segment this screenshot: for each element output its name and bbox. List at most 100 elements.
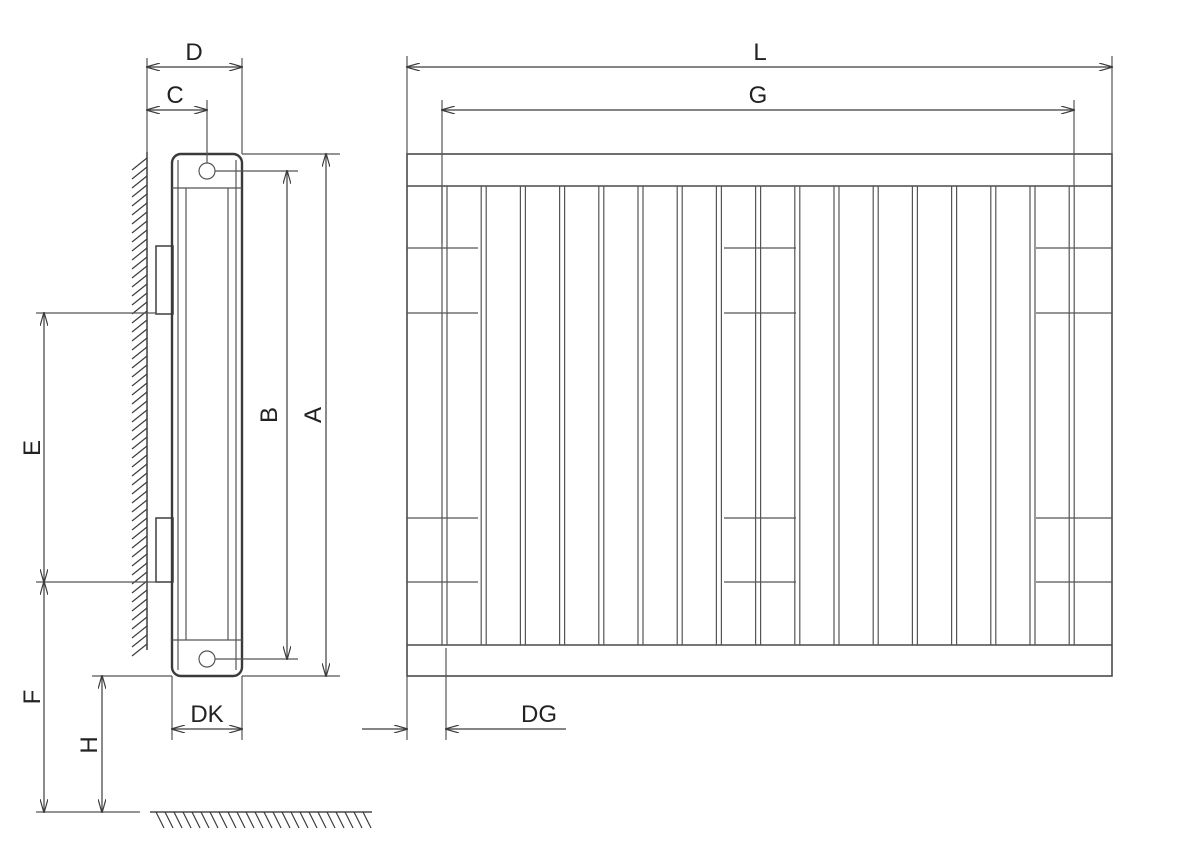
hatch-stroke bbox=[131, 553, 148, 567]
hatch-stroke bbox=[131, 265, 148, 279]
hatch-stroke bbox=[131, 418, 148, 432]
hatch-stroke bbox=[131, 607, 148, 621]
hatch-stroke bbox=[131, 481, 148, 495]
hatch-stroke bbox=[131, 490, 148, 504]
hatch-stroke bbox=[131, 337, 148, 351]
label-A: A bbox=[300, 407, 327, 423]
hatch-stroke bbox=[131, 184, 148, 198]
side-view: D C B A E F H DK bbox=[19, 39, 372, 829]
hatch-stroke bbox=[353, 811, 363, 829]
hatch-stroke bbox=[131, 247, 148, 261]
hatch-stroke bbox=[200, 811, 210, 829]
hatch-stroke bbox=[131, 454, 148, 468]
hatch-stroke bbox=[131, 193, 148, 207]
hatch-stroke bbox=[308, 811, 318, 829]
hatch-stroke bbox=[131, 373, 148, 387]
hatch-stroke bbox=[131, 391, 148, 405]
hatch-stroke bbox=[335, 811, 345, 829]
hatch-stroke bbox=[254, 811, 264, 829]
hatch-stroke bbox=[131, 643, 148, 657]
label-H: H bbox=[76, 736, 103, 753]
wall-bracket-bottom bbox=[155, 517, 174, 583]
radiator-side-profile bbox=[170, 152, 244, 678]
floor-hatch bbox=[155, 811, 372, 829]
label-D: D bbox=[185, 39, 202, 66]
hatch-stroke bbox=[131, 634, 148, 648]
hatch-stroke bbox=[131, 625, 148, 639]
hatch-stroke bbox=[164, 811, 174, 829]
front-view: L G DG bbox=[362, 39, 1112, 740]
hatch-stroke bbox=[326, 811, 336, 829]
hatch-stroke bbox=[131, 211, 148, 225]
label-B: B bbox=[256, 407, 283, 423]
hatch-stroke bbox=[131, 364, 148, 378]
hatch-stroke bbox=[218, 811, 228, 829]
hatch-stroke bbox=[131, 328, 148, 342]
hatch-stroke bbox=[131, 508, 148, 522]
hatch-stroke bbox=[227, 811, 237, 829]
hatch-stroke bbox=[131, 202, 148, 216]
hatch-stroke bbox=[263, 811, 273, 829]
hatch-stroke bbox=[131, 238, 148, 252]
hatch-stroke bbox=[173, 811, 183, 829]
top-connection-icon bbox=[198, 162, 216, 180]
hatch-stroke bbox=[131, 166, 148, 180]
label-G: G bbox=[749, 82, 768, 109]
hatch-stroke bbox=[131, 544, 148, 558]
label-DG: DG bbox=[521, 701, 557, 728]
hatch-stroke bbox=[182, 811, 192, 829]
hatch-stroke bbox=[131, 580, 148, 594]
hatch-stroke bbox=[131, 409, 148, 423]
hatch-stroke bbox=[131, 220, 148, 234]
hatch-stroke bbox=[317, 811, 327, 829]
hatch-stroke bbox=[245, 811, 255, 829]
hatch-stroke bbox=[131, 346, 148, 360]
hatch-stroke bbox=[131, 157, 148, 171]
hatch-stroke bbox=[131, 175, 148, 189]
hatch-stroke bbox=[191, 811, 201, 829]
hatch-stroke bbox=[131, 499, 148, 513]
hatch-stroke bbox=[131, 292, 148, 306]
hatch-stroke bbox=[131, 526, 148, 540]
hatch-stroke bbox=[131, 301, 148, 315]
bottom-connection-icon bbox=[198, 650, 216, 668]
hatch-stroke bbox=[131, 463, 148, 477]
hatch-stroke bbox=[131, 256, 148, 270]
label-C: C bbox=[166, 82, 183, 109]
hatch-stroke bbox=[281, 811, 291, 829]
label-DK: DK bbox=[190, 701, 223, 728]
hatch-stroke bbox=[131, 517, 148, 531]
hatch-stroke bbox=[362, 811, 372, 829]
wall-hatch bbox=[131, 157, 148, 657]
hatch-stroke bbox=[131, 382, 148, 396]
hatch-stroke bbox=[272, 811, 282, 829]
hatch-stroke bbox=[131, 589, 148, 603]
hatch-stroke bbox=[299, 811, 309, 829]
hatch-stroke bbox=[131, 535, 148, 549]
hatch-stroke bbox=[155, 811, 165, 829]
convector-bands bbox=[407, 247, 1112, 583]
label-F: F bbox=[19, 690, 46, 705]
hatch-stroke bbox=[290, 811, 300, 829]
hatch-stroke bbox=[131, 445, 148, 459]
hatch-stroke bbox=[236, 811, 246, 829]
hatch-stroke bbox=[131, 229, 148, 243]
hatch-stroke bbox=[131, 472, 148, 486]
label-L: L bbox=[753, 39, 766, 66]
hatch-stroke bbox=[131, 319, 148, 333]
radiator-front-outline bbox=[406, 153, 1113, 677]
hatch-stroke bbox=[131, 427, 148, 441]
convector-fins bbox=[441, 186, 1075, 645]
hatch-stroke bbox=[344, 811, 354, 829]
hatch-stroke bbox=[209, 811, 219, 829]
hatch-stroke bbox=[131, 616, 148, 630]
hatch-stroke bbox=[131, 283, 148, 297]
label-E: E bbox=[19, 440, 46, 456]
hatch-stroke bbox=[131, 355, 148, 369]
hatch-stroke bbox=[131, 436, 148, 450]
wall-bracket-top bbox=[155, 245, 174, 315]
hatch-stroke bbox=[131, 598, 148, 612]
hatch-stroke bbox=[131, 400, 148, 414]
hatch-stroke bbox=[131, 274, 148, 288]
